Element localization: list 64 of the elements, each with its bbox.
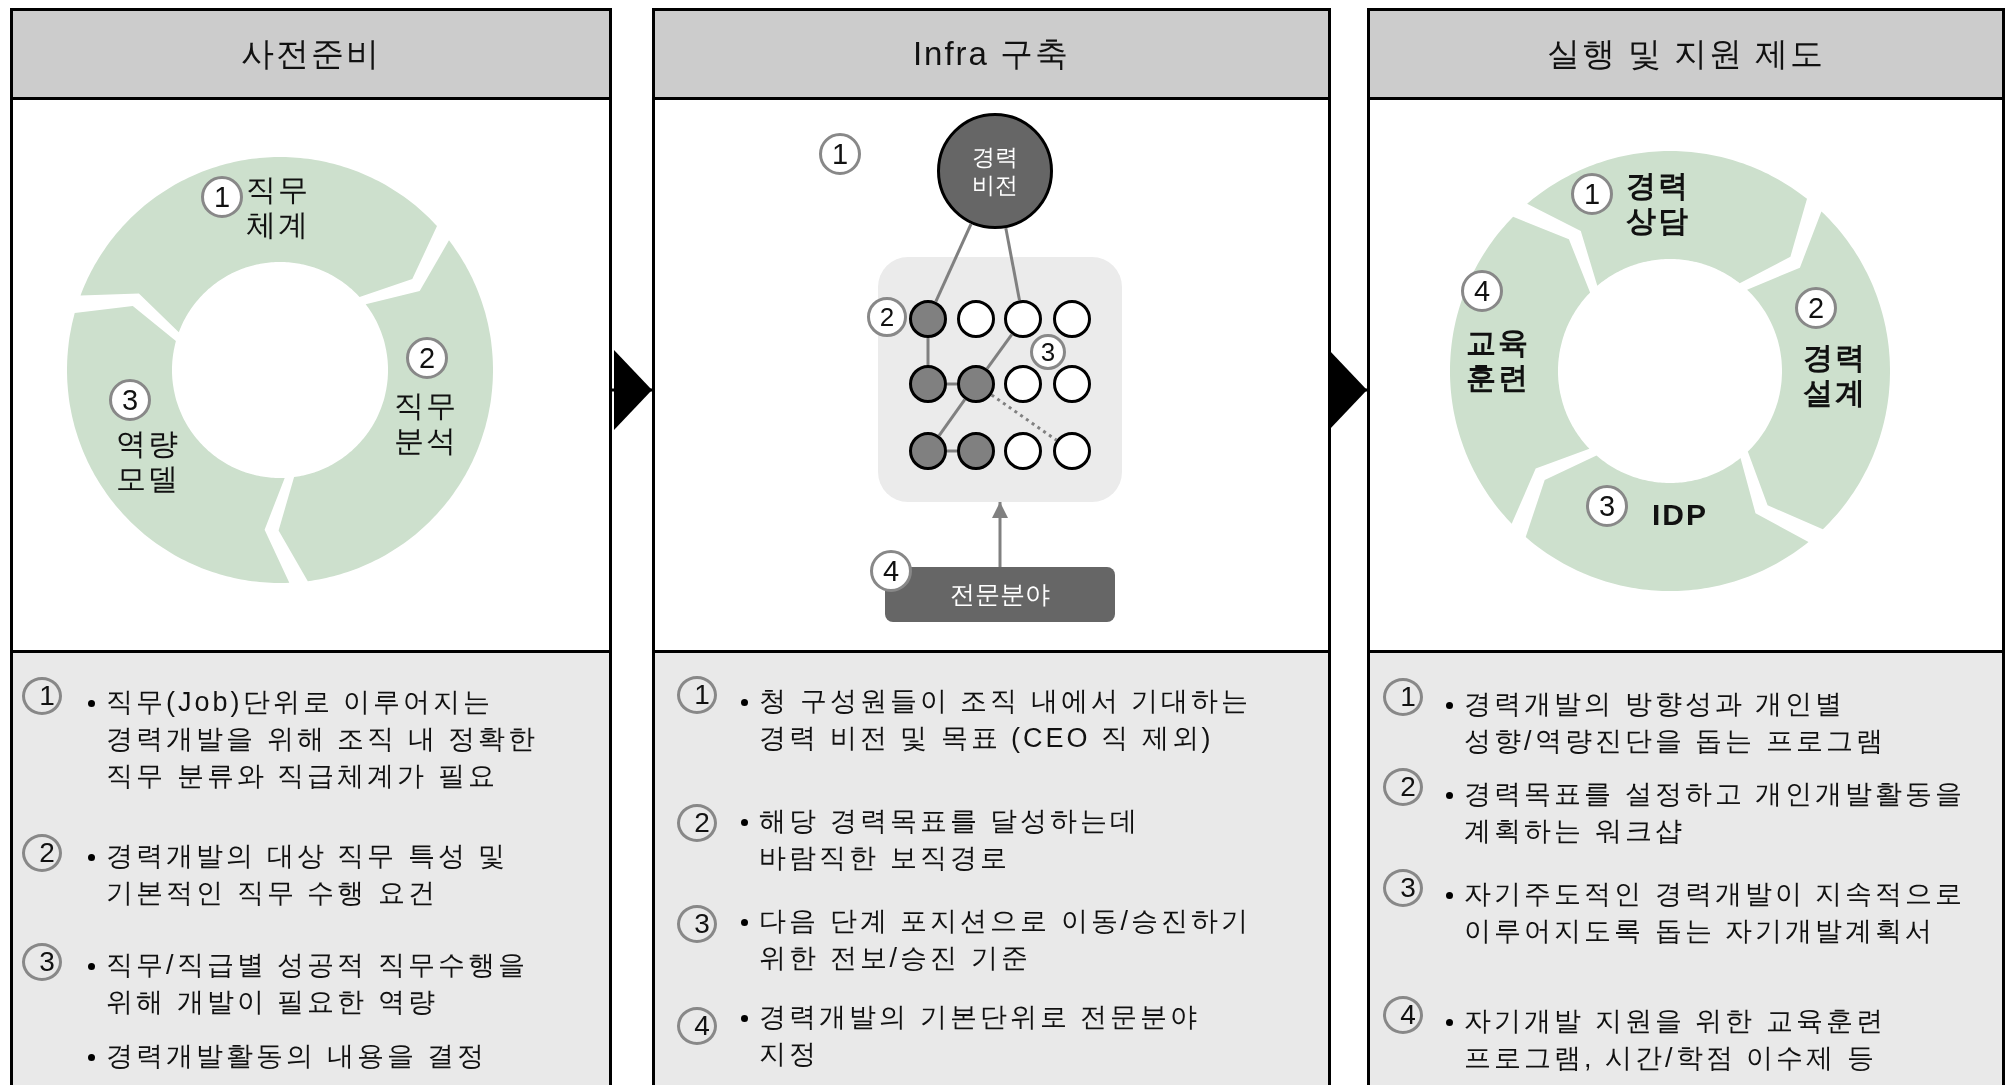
arrow: [992, 502, 1008, 567]
panel-header: Infra 구축: [655, 11, 1328, 100]
segment-label: IDP: [1652, 497, 1709, 532]
segment-label: 경력 설계: [1803, 340, 1868, 410]
chevron-arrow: [1329, 350, 1367, 430]
number-badge: 4: [677, 1007, 717, 1045]
connector-line: [1004, 227, 1021, 301]
number-badge: 2: [1383, 768, 1423, 806]
connector-line: [947, 382, 957, 386]
position-circle: [1004, 432, 1042, 470]
bullet-text: 직무/직급별 성공적 직무수행을 위해 개발이 필요한 역량: [106, 949, 529, 1019]
position-circle: [957, 432, 995, 470]
bullet-text: 경력개발활동의 내용을 결정: [106, 1040, 488, 1073]
bullet-text: 청 구성원들이 조직 내에서 기대하는 경력 비전 및 목표 (CEO 직 제외): [759, 685, 1252, 755]
position-circle: [957, 300, 995, 338]
position-circle: [1004, 300, 1042, 338]
position-circle: [957, 365, 995, 403]
number-badge: 3: [677, 905, 717, 943]
connector-line: [985, 333, 1014, 370]
connector-line: [990, 393, 1058, 442]
bullet-text: 경력개발의 기본단위로 전문분야 지정: [759, 1001, 1201, 1071]
number-badge: 2: [677, 804, 717, 842]
column-panel: [10, 8, 612, 1085]
number-badge: 3: [1383, 869, 1423, 907]
bullet-text: 경력개발의 방향성과 개인별 성향/역량진단을 돕는 프로그램: [1464, 688, 1887, 758]
column-panel: [652, 8, 1331, 1085]
position-circle: [909, 432, 947, 470]
connector-line: [947, 449, 957, 453]
number-badge: 1: [22, 677, 62, 715]
segment-label: 직무 체계: [246, 172, 311, 242]
segment-label: 교육 훈련: [1466, 325, 1531, 395]
segment-label: 역량 모델: [116, 426, 181, 496]
description-panel: [1370, 650, 2002, 1085]
description-panel: [13, 650, 609, 1085]
description-panel: [655, 650, 1328, 1085]
vision-circle: 경력 비전: [937, 113, 1053, 229]
connector-line: [937, 398, 967, 437]
bullet-text: 다음 단계 포지션으로 이동/승진하기 위한 전보/승진 기준: [759, 905, 1252, 975]
position-circle: [909, 300, 947, 338]
number-badge: 4: [1383, 996, 1423, 1034]
chevron-arrow: [612, 350, 652, 430]
bullet-text: 경력목표를 설정하고 개인개발활동을 계획하는 워크샵: [1464, 778, 1966, 848]
position-circle: [1053, 300, 1091, 338]
bullet-text: 자기주도적인 경력개발이 지속적으로 이루어지도록 돕는 자기개발계획서: [1464, 878, 1966, 948]
number-badge: 1: [677, 676, 717, 714]
bullet-text: 해당 경력목표를 달성하는데 바람직한 보직경로: [759, 805, 1141, 875]
position-circle: [1053, 365, 1091, 403]
connector-line: [934, 223, 973, 303]
bullet-text: 자기개발 지원을 위한 교육훈련 프로그램, 시간/학점 이수제 등: [1464, 1005, 1887, 1075]
position-circle: [1004, 365, 1042, 403]
connector-line: [926, 338, 930, 365]
position-circle: [1053, 432, 1091, 470]
column-panel: [1367, 8, 2005, 1085]
bullet-text: 경력개발의 대상 직무 특성 및 기본적인 직무 수행 요건: [106, 840, 509, 910]
grid-panel: [878, 257, 1122, 502]
number-badge: 1: [1383, 678, 1423, 716]
bullet-text: 직무(Job)단위로 이루어지는 경력개발을 위해 조직 내 정확한 직무 분류와 직급체계가 필요: [106, 686, 539, 793]
panel-header: 사전준비: [13, 11, 609, 100]
position-circle: [909, 365, 947, 403]
number-badge: 2: [22, 834, 62, 872]
number-badge: 3: [22, 943, 62, 981]
segment-label: 경력 상담: [1626, 168, 1691, 238]
segment-label: 직무 분석: [394, 388, 459, 458]
panel-header: 실행 및 지원 제도: [1370, 11, 2002, 100]
